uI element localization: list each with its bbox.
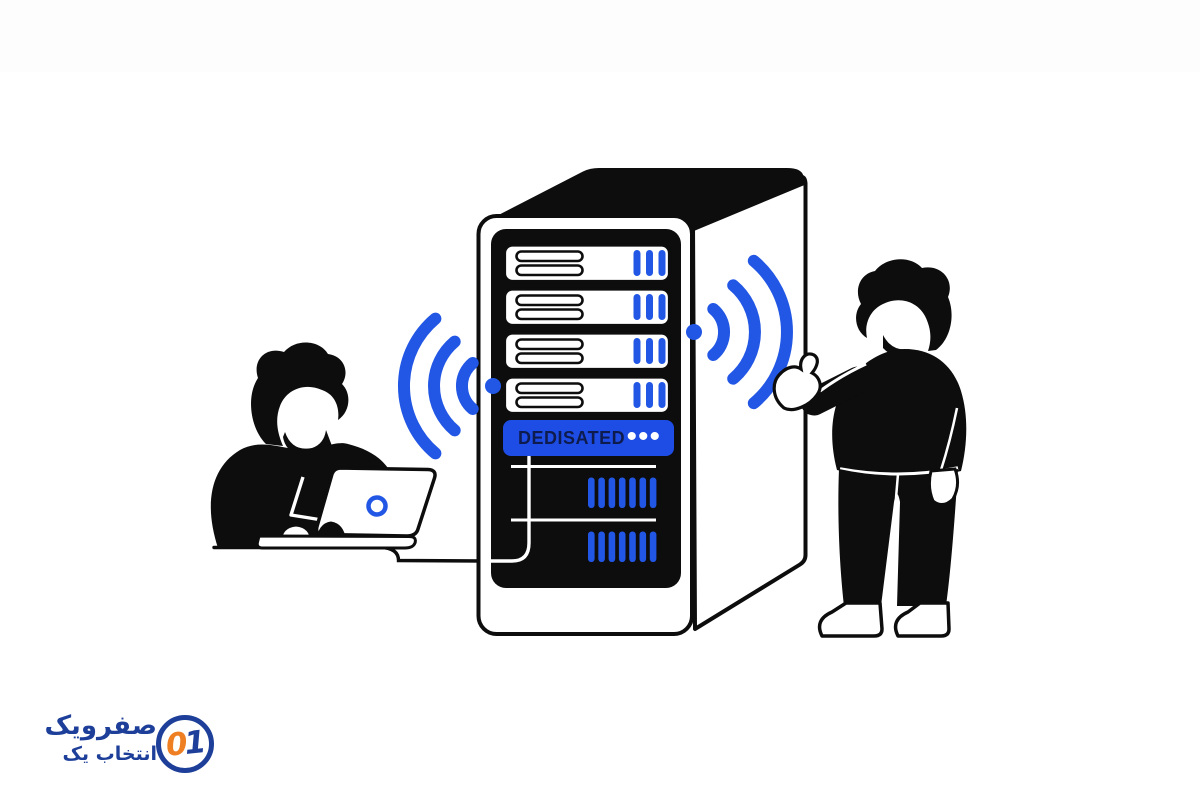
wifi-left-icon — [397, 312, 501, 460]
drive-slot — [515, 396, 584, 409]
led-bar — [633, 382, 641, 408]
led-bar — [646, 382, 653, 408]
connection-dot-right — [686, 324, 702, 340]
laptop — [255, 466, 437, 550]
arm-separation — [819, 362, 867, 393]
drive-slot — [515, 382, 584, 395]
face — [877, 295, 926, 352]
drive-slot — [515, 338, 584, 351]
desk — [212, 545, 486, 563]
hair — [251, 342, 349, 446]
drive-slot — [515, 294, 584, 307]
vent-led-row — [588, 477, 657, 508]
led-bar — [633, 250, 641, 276]
face — [283, 393, 327, 448]
cable-inside-panel — [485, 455, 531, 563]
led-bar — [658, 294, 666, 320]
background-band — [0, 0, 1200, 72]
brand-logo: صفرویک انتخاب یک 01 — [38, 698, 253, 786]
pointing-arm — [800, 366, 872, 416]
brand-wordmark: صفرویک انتخاب یک — [44, 710, 157, 767]
server-bay — [502, 243, 672, 284]
zero-one-monogram: 01 — [164, 723, 206, 764]
shoe — [893, 601, 951, 638]
gesturing-hand — [772, 352, 822, 412]
drive-slot — [515, 352, 584, 365]
brand-monogram-ring: 01 — [156, 715, 214, 773]
led-bar — [658, 250, 666, 276]
laptop-base — [255, 534, 417, 550]
led-bar — [658, 338, 666, 364]
shoe — [817, 601, 884, 638]
wifi-right-icon — [686, 254, 793, 410]
arm-crease — [939, 407, 959, 471]
server-label-text: DEDISATED — [518, 427, 626, 448]
led-bar — [646, 338, 653, 364]
led-bar — [658, 382, 666, 408]
led-bar — [633, 294, 641, 320]
connection-dot-left — [485, 378, 501, 394]
cable — [212, 545, 486, 563]
pants — [838, 469, 958, 606]
server-bay — [502, 375, 672, 416]
server-bay — [502, 287, 672, 328]
pants-crease — [894, 473, 900, 499]
brand-line-top: صفرویک — [44, 711, 157, 741]
drive-slot — [515, 308, 584, 321]
server-bays — [502, 243, 672, 416]
led-bar — [633, 338, 641, 364]
hair — [856, 259, 952, 351]
hand — [927, 467, 960, 506]
led-bar — [646, 294, 653, 320]
brand-line-bottom: انتخاب یک — [62, 743, 157, 765]
standing-person — [772, 259, 967, 638]
drive-slot — [515, 250, 584, 263]
server-vent-section — [485, 455, 657, 563]
server-bay — [502, 331, 672, 372]
drive-slot — [515, 264, 584, 277]
vent-led-row — [588, 531, 657, 562]
led-bar — [646, 250, 653, 276]
circle-dot-icon — [366, 495, 388, 517]
server-label: DEDISATED ••• — [503, 420, 674, 456]
